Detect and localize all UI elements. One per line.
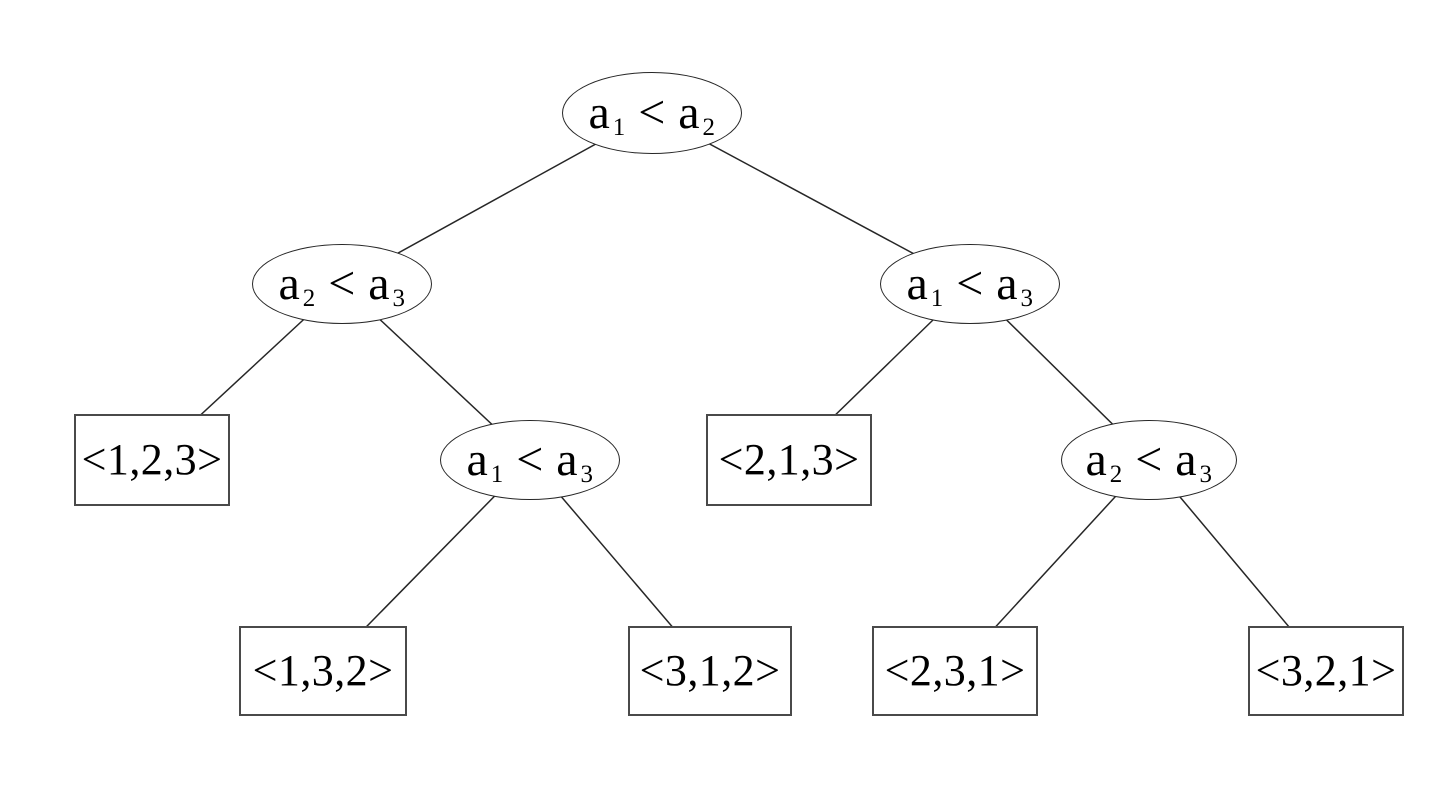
decision-node-r: a1 < a3 (880, 244, 1060, 324)
node-label: <3,1,2> (639, 646, 781, 695)
subscript: 1 (490, 460, 504, 488)
node-label: a2 < a3 (1085, 433, 1212, 487)
leaf-node-rl: <2,1,3> (706, 414, 872, 506)
leaf-node-lrl: <1,3,2> (239, 626, 407, 716)
label-part: < (315, 257, 369, 310)
label-part: a (466, 433, 489, 486)
node-label: <1,2,3> (81, 435, 223, 484)
label-part: a (368, 257, 391, 310)
node-label: a1 < a2 (588, 86, 715, 140)
subscript: 3 (1020, 284, 1034, 312)
node-label: <2,1,3> (718, 435, 860, 484)
subscript: 2 (702, 113, 716, 141)
node-label: a2 < a3 (278, 257, 405, 311)
node-label: a1 < a3 (466, 433, 593, 487)
decision-node-rr: a2 < a3 (1061, 420, 1237, 500)
label-part: a (906, 257, 929, 310)
node-label: <2,3,1> (884, 646, 1026, 695)
subscript: 3 (1199, 460, 1213, 488)
decision-node-lr: a1 < a3 (440, 420, 620, 500)
subscript: 3 (392, 284, 406, 312)
decision-node-root: a1 < a2 (562, 72, 742, 154)
subscript: 3 (580, 460, 594, 488)
leaf-node-lrr: <3,1,2> (628, 626, 792, 716)
leaf-node-rrl: <2,3,1> (872, 626, 1038, 716)
subscript: 1 (612, 113, 626, 141)
label-part: < (1122, 433, 1176, 486)
subscript: 2 (1109, 460, 1123, 488)
label-part: a (996, 257, 1019, 310)
node-label: <3,2,1> (1255, 646, 1397, 695)
label-part: a (678, 86, 701, 139)
node-label: <1,3,2> (252, 646, 394, 695)
label-part: a (588, 86, 611, 139)
label-part: a (1175, 433, 1198, 486)
subscript: 1 (930, 284, 944, 312)
label-part: a (278, 257, 301, 310)
decision-node-l: a2 < a3 (252, 244, 432, 324)
label-part: a (556, 433, 579, 486)
subscript: 2 (302, 284, 316, 312)
leaf-node-rrr: <3,2,1> (1248, 626, 1404, 716)
label-part: < (503, 433, 557, 486)
leaf-node-ll: <1,2,3> (74, 414, 230, 506)
label-part: < (943, 257, 997, 310)
label-part: < (625, 86, 679, 139)
label-part: a (1085, 433, 1108, 486)
node-label: a1 < a3 (906, 257, 1033, 311)
